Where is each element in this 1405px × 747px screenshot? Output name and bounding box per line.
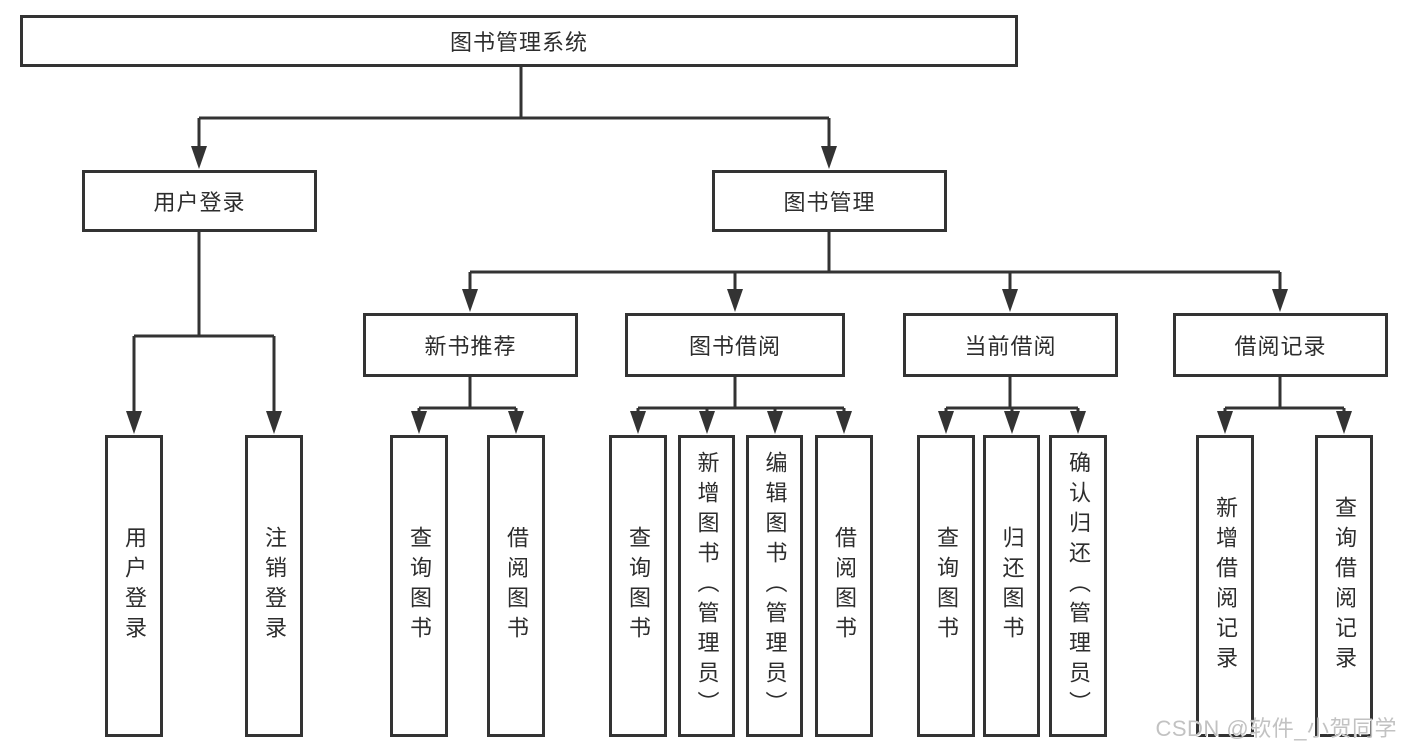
csdn-watermark: CSDN @软件_小贺同学: [1155, 716, 1397, 741]
leaf-borrow-book-2-label: 借阅图书: [832, 526, 857, 646]
leaf-query-book-3-label: 查询图书: [934, 526, 959, 646]
arrow-down-icon: [630, 411, 646, 434]
node-user-login-label: 用户登录: [153, 190, 246, 215]
arrowheads: [126, 146, 1352, 434]
leaf-user-login-label: 用户登录: [122, 526, 147, 646]
node-book-management: 图书管理: [712, 170, 947, 232]
node-book-management-label: 图书管理: [783, 190, 876, 215]
arrow-down-icon: [1336, 411, 1352, 434]
arrow-down-icon: [1070, 411, 1086, 434]
leaf-query-borrow-record-label: 查询借阅记录: [1332, 496, 1357, 676]
node-current-borrow: 当前借阅: [903, 313, 1118, 377]
arrow-down-icon: [266, 411, 282, 434]
arrow-down-icon: [1004, 411, 1020, 434]
node-new-book-recommend-label: 新书推荐: [424, 334, 517, 359]
leaf-query-book-3: 查询图书: [917, 435, 975, 737]
leaf-borrow-book-1: 借阅图书: [487, 435, 545, 737]
leaf-confirm-return-admin: 确认归还（管理员）: [1049, 435, 1107, 737]
arrow-down-icon: [727, 289, 743, 312]
node-root-label: 图书管理系统: [449, 30, 588, 55]
node-root: 图书管理系统: [20, 15, 1018, 67]
arrow-down-icon: [508, 411, 524, 434]
arrow-down-icon: [938, 411, 954, 434]
node-book-borrow: 图书借阅: [625, 313, 845, 377]
leaf-user-login: 用户登录: [105, 435, 163, 737]
arrow-down-icon: [821, 146, 837, 169]
leaf-query-book-2: 查询图书: [609, 435, 667, 737]
node-borrow-record: 借阅记录: [1173, 313, 1388, 377]
leaf-query-book-1-label: 查询图书: [407, 526, 432, 646]
leaf-borrow-book-1-label: 借阅图书: [504, 526, 529, 646]
connector-paths: [132, 67, 1346, 414]
arrow-down-icon: [1002, 289, 1018, 312]
leaf-edit-book-admin: 编辑图书（管理员）: [746, 435, 803, 737]
leaf-add-borrow-record: 新增借阅记录: [1196, 435, 1254, 737]
leaf-add-borrow-record-label: 新增借阅记录: [1213, 496, 1238, 676]
arrow-down-icon: [191, 146, 207, 169]
leaf-query-borrow-record: 查询借阅记录: [1315, 435, 1373, 737]
arrow-down-icon: [462, 289, 478, 312]
leaf-query-book-1: 查询图书: [390, 435, 448, 737]
leaf-edit-book-admin-label: 编辑图书（管理员）: [762, 451, 788, 721]
arrow-down-icon: [1217, 411, 1233, 434]
node-user-login: 用户登录: [82, 170, 317, 232]
arrow-down-icon: [126, 411, 142, 434]
leaf-logout: 注销登录: [245, 435, 303, 737]
leaf-logout-label: 注销登录: [262, 526, 287, 646]
leaf-add-book-admin-label: 新增图书（管理员）: [694, 451, 720, 721]
node-new-book-recommend: 新书推荐: [363, 313, 578, 377]
leaf-query-book-2-label: 查询图书: [626, 526, 651, 646]
arrow-down-icon: [411, 411, 427, 434]
leaf-borrow-book-2: 借阅图书: [815, 435, 873, 737]
node-borrow-record-label: 借阅记录: [1234, 334, 1327, 359]
leaf-confirm-return-admin-label: 确认归还（管理员）: [1066, 451, 1091, 721]
leaf-return-book: 归还图书: [983, 435, 1040, 737]
arrow-down-icon: [699, 411, 715, 434]
arrow-down-icon: [767, 411, 783, 434]
arrow-down-icon: [1272, 289, 1288, 312]
node-book-borrow-label: 图书借阅: [688, 334, 781, 359]
leaf-return-book-label: 归还图书: [999, 526, 1025, 646]
node-current-borrow-label: 当前借阅: [964, 334, 1057, 359]
leaf-add-book-admin: 新增图书（管理员）: [678, 435, 735, 737]
arrow-down-icon: [836, 411, 852, 434]
